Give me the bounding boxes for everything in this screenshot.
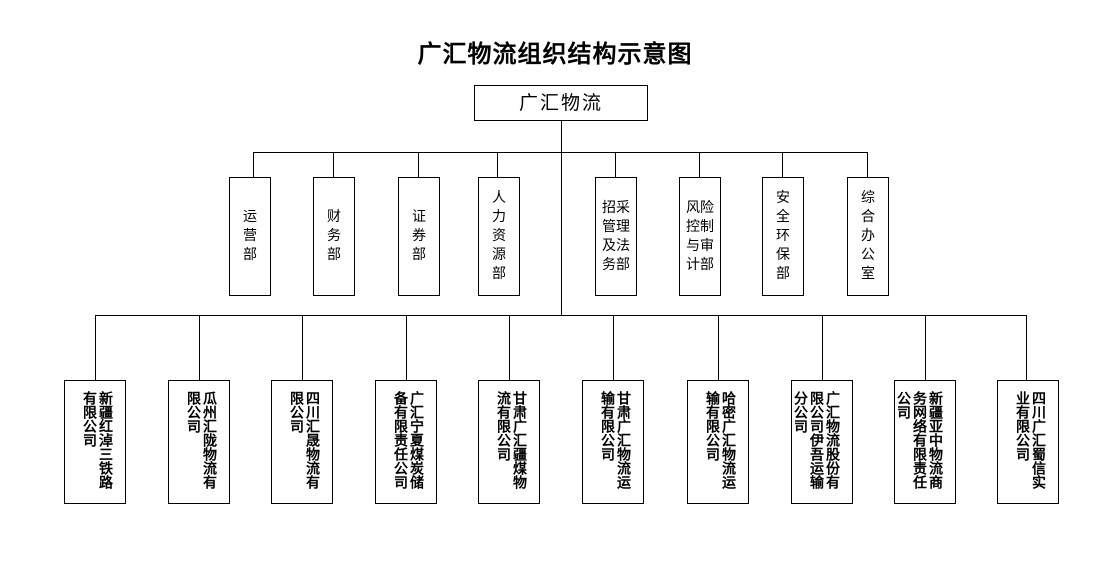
- subsidiary-label: 哈密广汇物流运输有限公司: [704, 391, 736, 489]
- subsidiary-box: 广汇物流股份有限公司伊吾运输分公司: [791, 380, 853, 504]
- subsidiary-label: 四川汇晟物流有限公司: [288, 391, 320, 489]
- dept-label: 财务部: [327, 209, 341, 263]
- dept-box-securities: 证券部: [398, 177, 440, 296]
- subsidiary-box: 哈密广汇物流运输有限公司: [687, 380, 749, 504]
- root-node: 广汇物流: [474, 85, 648, 121]
- subsidiary-box: 广汇宁夏煤炭储备有限责任公司: [375, 380, 437, 504]
- subsidiary-box: 新疆亚中物流商务网络有限责任公司: [894, 380, 956, 504]
- subsidiary-label: 瓜州汇陇物流有限公司: [185, 391, 217, 489]
- dept-label: 综合办公室: [861, 190, 875, 282]
- subsidiary-label: 新疆亚中物流商务网络有限责任公司: [895, 391, 943, 489]
- dept-box-safety-env: 安全环保部: [762, 177, 804, 296]
- subsidiary-box: 瓜州汇陇物流有限公司: [168, 380, 230, 504]
- dept-label: 人力资源部: [492, 190, 506, 282]
- subsidiary-box: 甘肃广汇物流运输有限公司: [582, 380, 644, 504]
- dept-label: 风险控制与审计部: [686, 199, 714, 273]
- dept-box-finance: 财务部: [313, 177, 355, 296]
- dept-label: 证券部: [412, 209, 426, 263]
- subsidiary-box: 四川汇晟物流有限公司: [271, 380, 333, 504]
- subsidiary-label: 四川广汇蜀信实业有限公司: [1014, 391, 1046, 489]
- subsidiary-box: 四川广汇蜀信实业有限公司: [997, 380, 1059, 504]
- subsidiary-label: 甘肃广汇疆煤物流有限公司: [495, 391, 527, 489]
- subsidiary-label: 新疆红淖三铁路有限公司: [81, 391, 113, 489]
- chart-title: 广汇物流组织结构示意图: [417, 40, 693, 68]
- dept-box-risk-audit: 风险控制与审计部: [679, 177, 721, 296]
- dept-box-operations: 运营部: [229, 177, 271, 296]
- dept-label: 运营部: [243, 209, 257, 263]
- dept-label: 安全环保部: [776, 190, 790, 282]
- dept-box-general-office: 综合办公室: [847, 177, 889, 296]
- subsidiary-label: 甘肃广汇物流运输有限公司: [599, 391, 631, 489]
- subsidiary-label: 广汇物流股份有限公司伊吾运输分公司: [792, 391, 840, 489]
- dept-box-hr: 人力资源部: [478, 177, 520, 296]
- subsidiary-label: 广汇宁夏煤炭储备有限责任公司: [392, 391, 424, 489]
- dept-label: 招采管理及法务部: [602, 199, 630, 273]
- subsidiary-box: 甘肃广汇疆煤物流有限公司: [478, 380, 540, 504]
- subsidiary-box: 新疆红淖三铁路有限公司: [64, 380, 126, 504]
- dept-box-procurement-legal: 招采管理及法务部: [595, 177, 637, 296]
